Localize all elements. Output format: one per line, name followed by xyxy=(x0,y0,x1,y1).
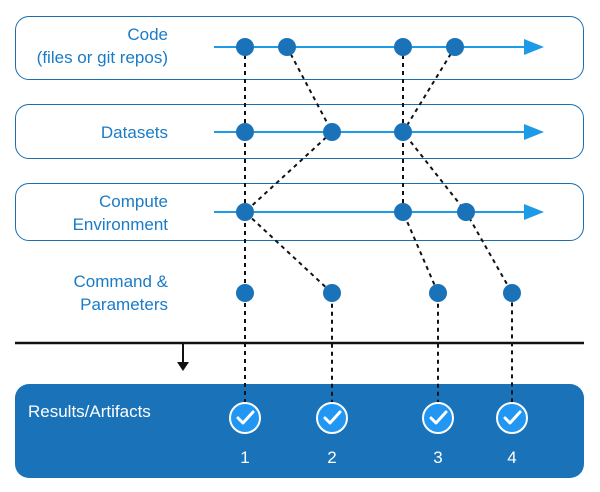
run-number-3: 3 xyxy=(433,448,443,467)
node-datasets-2 xyxy=(323,123,341,141)
node-compute-3 xyxy=(457,203,475,221)
node-code-2 xyxy=(278,38,296,56)
run3-dependency-line xyxy=(402,47,439,414)
node-code-4 xyxy=(446,38,464,56)
node-command-1 xyxy=(236,284,254,302)
run2-dependency-line xyxy=(243,46,334,414)
check-icon-run2 xyxy=(316,402,348,434)
check-icon-run3 xyxy=(422,402,454,434)
run-number-1: 1 xyxy=(240,448,250,467)
run4-dependency-line xyxy=(401,46,513,414)
run-number-2: 2 xyxy=(327,448,337,467)
down-arrow-icon xyxy=(177,343,189,371)
node-command-3 xyxy=(429,284,447,302)
node-compute-2 xyxy=(394,203,412,221)
lane-label-compute: Compute Environment xyxy=(72,192,168,234)
node-command-2 xyxy=(323,284,341,302)
node-datasets-3 xyxy=(394,123,412,141)
results-panel xyxy=(15,384,584,478)
run-number-4: 4 xyxy=(507,448,517,467)
node-datasets-1 xyxy=(236,123,254,141)
results-label: Results/Artifacts xyxy=(28,402,151,421)
check-icon-run4 xyxy=(496,402,528,434)
check-icon-run1 xyxy=(229,402,261,434)
lane-label-code: Code (files or git repos) xyxy=(36,25,168,67)
lane-label-datasets: Datasets xyxy=(100,123,168,142)
lane-label-command: Command & Parameters xyxy=(73,272,168,314)
node-code-3 xyxy=(394,38,412,56)
node-code-1 xyxy=(236,38,254,56)
node-compute-1 xyxy=(236,203,254,221)
node-command-4 xyxy=(503,284,521,302)
